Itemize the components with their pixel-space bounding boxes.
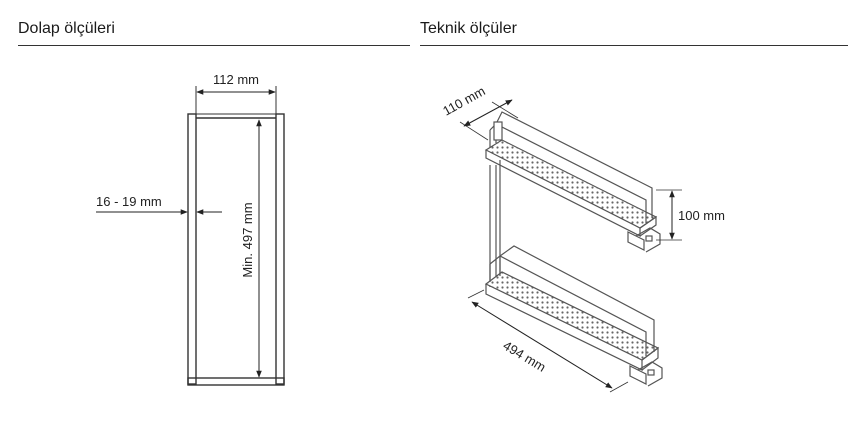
section-divider-left (18, 45, 410, 46)
lower-basket-rail-front (489, 255, 647, 356)
upper-basket (484, 111, 661, 253)
section-divider-right (420, 45, 848, 46)
length-label: 494 mm (500, 338, 548, 375)
lower-basket-rail-back (499, 245, 655, 352)
length-dimension-line (471, 301, 613, 389)
depth-dimension-line (463, 99, 513, 127)
width-label: 112 mm (213, 72, 259, 87)
cabinet-bottom-panel (187, 377, 285, 386)
cabinet-left-panel (187, 113, 197, 385)
cabinet-drawing: 112 mm 16 - 19 mm Min. 497 mm (96, 72, 285, 386)
upper-basket-floor (484, 139, 658, 229)
upper-basket-rail-front (489, 123, 647, 223)
section-title-cabinet: Dolap ölçüleri (18, 20, 115, 37)
wall-label: 16 - 19 mm (96, 194, 162, 209)
upper-basket-bracket (627, 231, 645, 251)
frame-uprights (489, 160, 501, 287)
lower-basket-bracket (629, 365, 647, 385)
spacing-label: 100 mm (678, 208, 725, 223)
depth-label: 110 mm (440, 83, 488, 118)
technical-dimensions: 110 mm 100 mm 494 mm (440, 83, 725, 393)
section-title-technical: Teknik ölçüler (420, 20, 517, 37)
height-label: Min. 497 mm (240, 202, 255, 277)
cabinet-right-panel (275, 113, 285, 385)
